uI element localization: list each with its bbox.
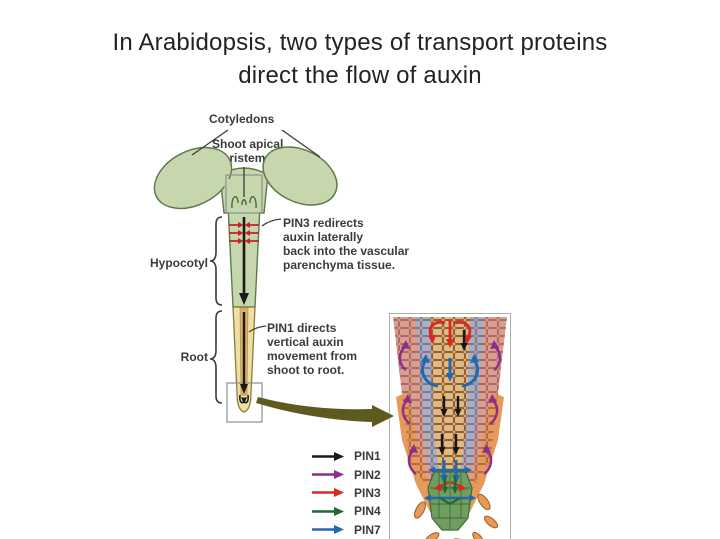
slide-title-line2: direct the flow of auxin	[238, 62, 482, 89]
pin4-arrows	[439, 476, 461, 506]
legend-label-pin7: PIN7	[354, 522, 381, 537]
pin-legend: PIN1 PIN2 PIN3 PIN4	[310, 447, 381, 539]
hypocotyl-brace	[209, 216, 223, 306]
pin3-pointer	[261, 218, 282, 227]
pin1-stele-arrows	[438, 330, 468, 455]
pin2-arrow-icon	[312, 470, 344, 480]
pin3-arrow-icon	[312, 488, 344, 498]
legend-label-pin4: PIN4	[354, 504, 381, 519]
seedling-diagram	[153, 129, 394, 427]
inset-callout-arrow	[256, 397, 394, 427]
pin3-fountain-arrows	[428, 320, 472, 348]
pin2-arrows	[398, 340, 502, 475]
cotyledons-pointer-right	[281, 129, 321, 158]
pin4-arrow-icon	[312, 506, 344, 516]
legend-row-pin4: PIN4	[310, 502, 381, 520]
pin1-stem-arrow	[239, 217, 249, 305]
border-cells	[413, 493, 499, 539]
legend-row-pin7: PIN7	[310, 521, 381, 539]
pin7-arrow-icon	[312, 525, 344, 535]
cotyledon-right	[262, 146, 338, 206]
cotyledons-label: Cotyledons	[209, 112, 275, 126]
pin1-root-arrow	[240, 312, 248, 394]
legend-row-pin2: PIN2	[310, 465, 381, 483]
pin3-lateral-arrows	[229, 222, 259, 244]
legend-row-pin3: PIN3	[310, 484, 381, 502]
root-brace	[209, 310, 223, 404]
root-tip-inset	[389, 313, 511, 539]
pin1-arrow-icon	[312, 451, 344, 461]
pin3-annotation: PIN3 redirects auxin laterally back into…	[283, 216, 410, 272]
meristem-primordia	[231, 196, 257, 209]
hypocotyl-label: Hypocotyl	[149, 256, 208, 270]
legend-label-pin3: PIN3	[354, 485, 381, 500]
cotyledon-left	[153, 146, 233, 210]
slide-title: In Arabidopsis, two types of transport p…	[0, 26, 720, 92]
pin1-annotation: PIN1 directs vertical auxin movement fro…	[267, 321, 358, 377]
pin1-pointer	[248, 325, 267, 333]
legend-row-pin1: PIN1	[310, 447, 381, 465]
slide-title-line1: In Arabidopsis, two types of transport p…	[112, 29, 608, 56]
cotyledons-pointer-left	[191, 129, 229, 156]
root-tip-hooks	[239, 394, 249, 404]
legend-label-pin1: PIN1	[354, 449, 381, 464]
columella-cap	[427, 471, 473, 531]
root-label: Root	[180, 350, 208, 364]
legend-label-pin2: PIN2	[354, 467, 381, 482]
